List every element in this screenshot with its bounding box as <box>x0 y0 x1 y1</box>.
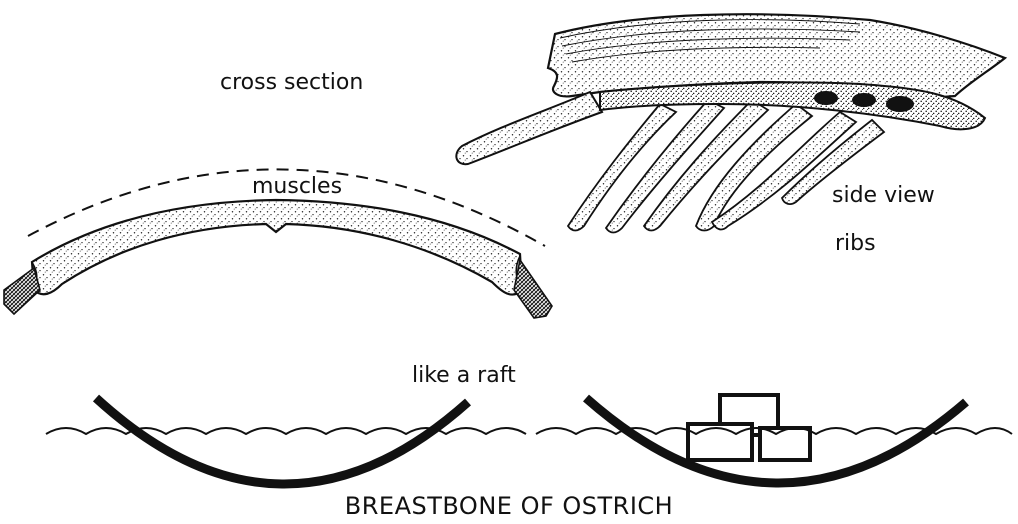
breastbone-section <box>32 200 522 295</box>
side-view-label: side view <box>832 185 935 207</box>
figure-title: BREASTBONE OF OSTRICH <box>0 494 1018 518</box>
rib-socket <box>852 93 876 107</box>
ribs-group <box>568 100 884 233</box>
raft-analogy <box>46 395 1012 484</box>
cargo-box-left <box>688 424 752 460</box>
like-a-raft-label: like a raft <box>412 365 516 387</box>
breastbone-process <box>456 92 602 164</box>
ribs-label: ribs <box>835 233 876 255</box>
cross-section-label: cross section <box>220 72 363 94</box>
rib-stub-right <box>514 260 552 318</box>
floating-breastbone-left <box>46 398 526 484</box>
water-line-left <box>46 428 526 434</box>
cargo-box-right <box>760 428 810 460</box>
rib-socket <box>886 96 914 112</box>
rib-socket <box>814 91 838 105</box>
curved-hull-left <box>96 398 468 484</box>
muscles-label: muscles <box>252 176 342 198</box>
rib-stub-left <box>4 268 40 314</box>
floating-breastbone-right <box>536 395 1012 483</box>
